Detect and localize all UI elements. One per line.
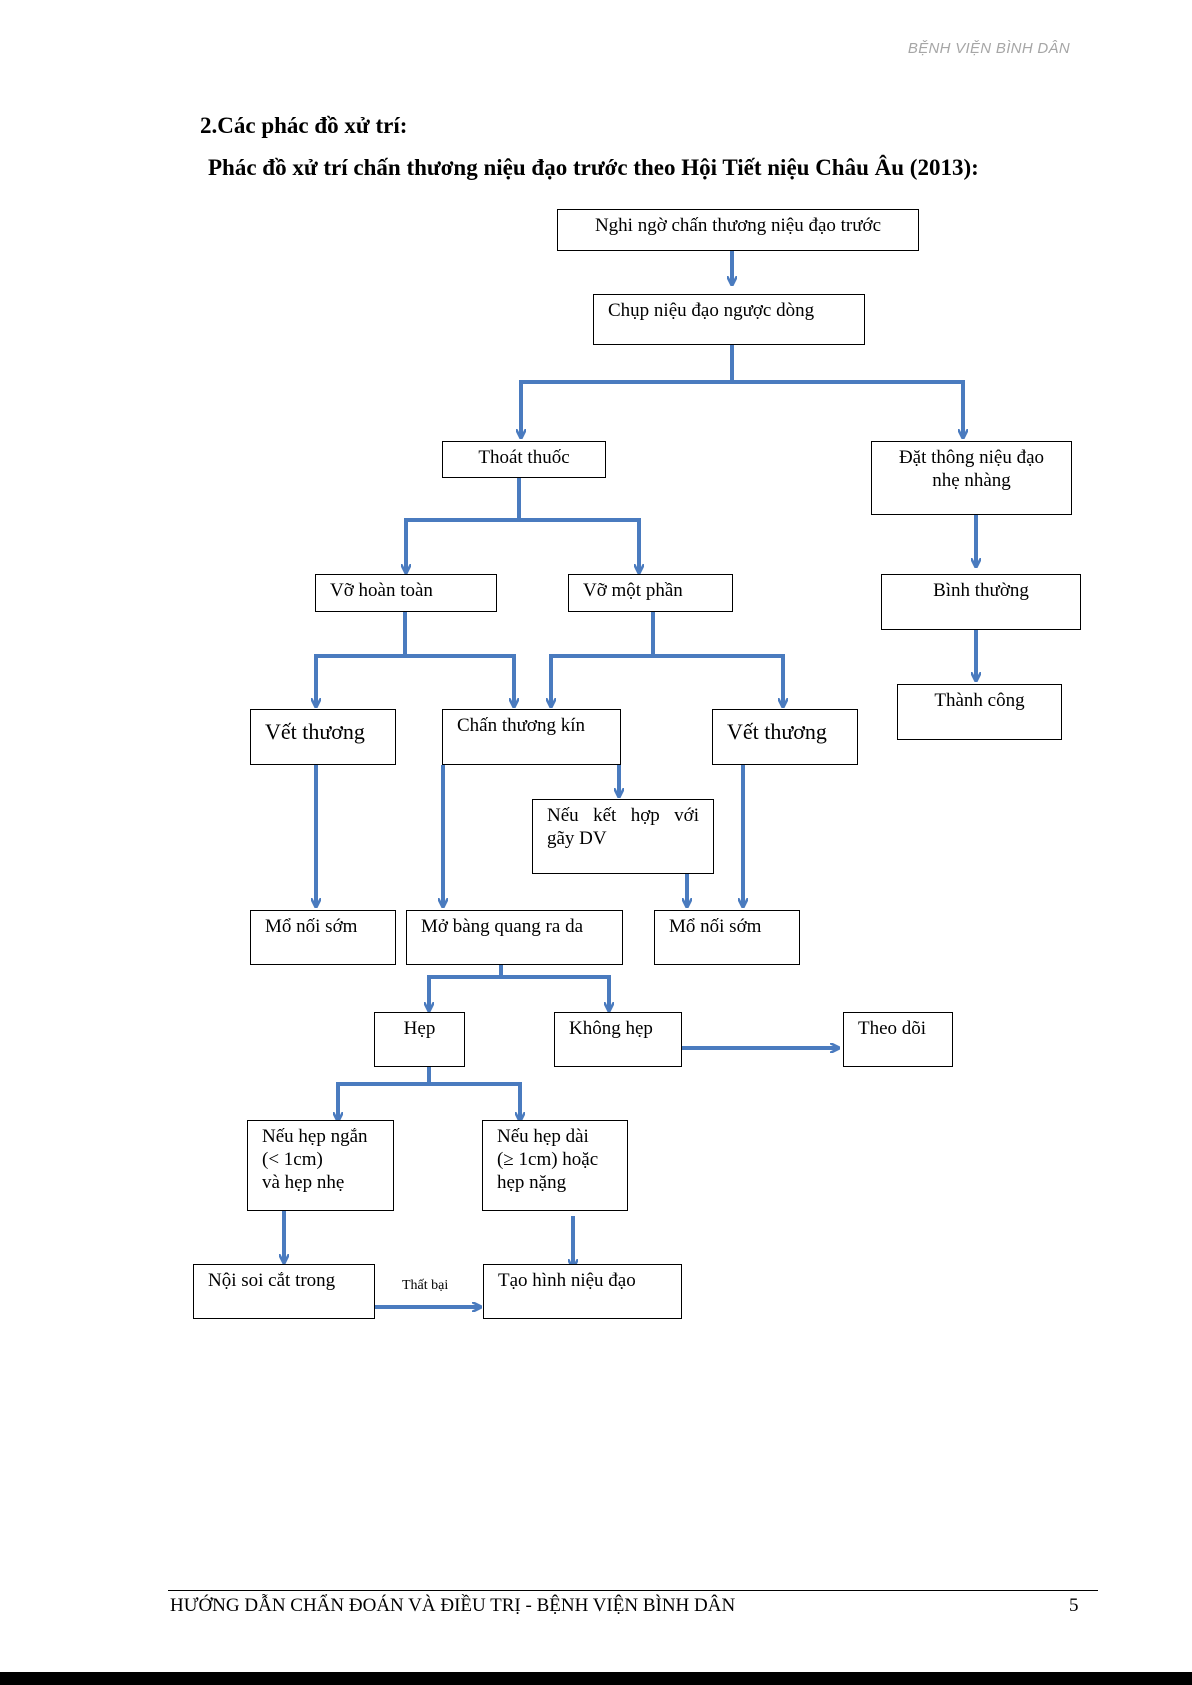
node-stricture: Hẹp bbox=[374, 1012, 465, 1067]
node-extravasation: Thoát thuốc bbox=[442, 441, 606, 478]
node-no-stricture: Không hẹp bbox=[554, 1012, 682, 1067]
footer-text: HƯỚNG DẪN CHẨN ĐOÁN VÀ ĐIỀU TRỊ - BỆNH V… bbox=[170, 1595, 736, 1616]
bottom-bar bbox=[0, 1672, 1192, 1685]
node-early-repair-left: Mổ nối sớm bbox=[250, 910, 396, 965]
node-wound-left: Vết thương bbox=[250, 709, 396, 765]
footer-rule bbox=[168, 1590, 1098, 1591]
node-catheter: Đặt thông niệu đạo nhẹ nhàng bbox=[871, 441, 1072, 515]
diagram-title: Phác đồ xử trí chấn thương niệu đạo trướ… bbox=[208, 155, 979, 180]
node-complete-rupture: Vỡ hoàn toàn bbox=[315, 574, 497, 612]
node-urethrotomy: Nội soi cắt trong bbox=[193, 1264, 375, 1319]
node-wound-right: Vết thương bbox=[712, 709, 858, 765]
page-number: 5 bbox=[1069, 1595, 1079, 1616]
node-long-stricture: Nếu hẹp dài (≥ 1cm) hoặc hẹp nặng bbox=[482, 1120, 628, 1211]
node-suspect: Nghi ngờ chấn thương niệu đạo trước bbox=[557, 209, 919, 251]
node-fracture: Nếu kết hợp với gãy DV bbox=[532, 799, 714, 874]
node-blunt: Chấn thương kín bbox=[442, 709, 621, 765]
node-partial-rupture: Vỡ một phần bbox=[568, 574, 733, 612]
edge-label-failure: Thất bại bbox=[402, 1278, 449, 1293]
node-short-stricture: Nếu hẹp ngắn (< 1cm) và hẹp nhẹ bbox=[247, 1120, 394, 1211]
running-header: BỆNH VIỆN BÌNH DÂN bbox=[907, 40, 1070, 57]
node-success: Thành công bbox=[897, 684, 1062, 740]
section-title: 2.Các phác đồ xử trí: bbox=[200, 113, 408, 138]
node-urethrogram: Chụp niệu đạo ngược dòng bbox=[593, 294, 865, 345]
node-normal: Bình thường bbox=[881, 574, 1081, 630]
node-followup: Theo dõi bbox=[843, 1012, 953, 1067]
node-early-repair-right: Mổ nối sớm bbox=[654, 910, 800, 965]
node-urethroplasty: Tạo hình niệu đạo bbox=[483, 1264, 682, 1319]
node-cystostomy: Mổ nối sớm Mở bàng quang ra da bbox=[406, 910, 623, 965]
